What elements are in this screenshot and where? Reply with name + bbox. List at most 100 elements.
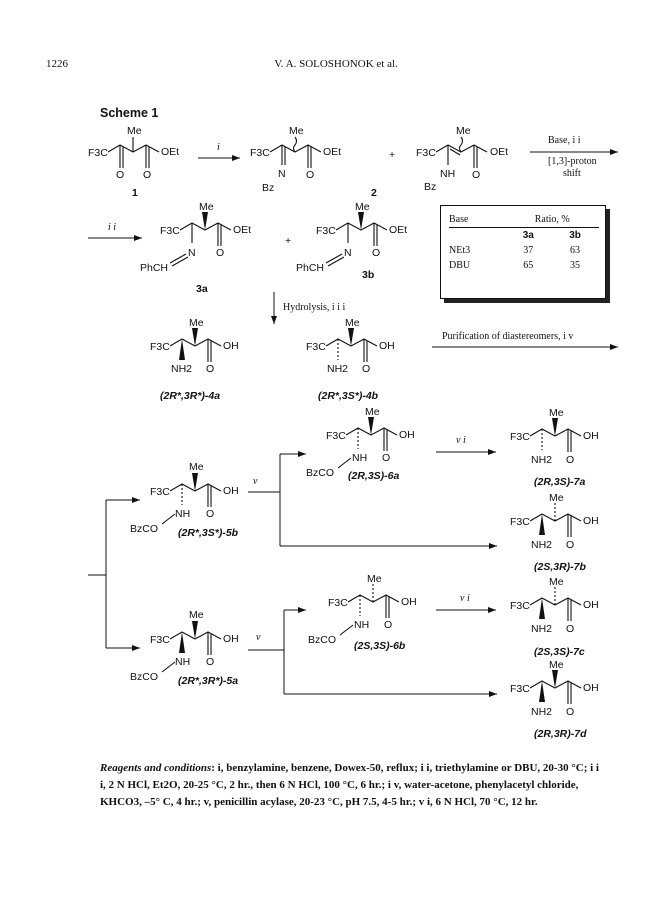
svg-text:F3C: F3C [510, 516, 530, 528]
compound-4b: F3C Me NH2 O OH (2R*,3S*)-4b [306, 317, 395, 402]
svg-text:PhCH: PhCH [296, 262, 324, 274]
svg-text:OH: OH [223, 633, 239, 645]
svg-text:OH: OH [583, 430, 599, 442]
compound-2-enamine: F3C Me NH Bz O OEt [416, 125, 508, 193]
svg-text:F3C: F3C [326, 430, 346, 442]
svg-text:OEt: OEt [490, 146, 508, 158]
label-7c: (2S,3S)-7c [534, 646, 585, 658]
svg-text:O: O [206, 656, 214, 668]
compound-1: F3C Me O O OEt 1 [88, 125, 179, 199]
svg-text:OH: OH [583, 682, 599, 694]
svg-text:O: O [143, 169, 151, 181]
conditions-title: Reagents and conditions [100, 762, 212, 774]
svg-text:OH: OH [223, 485, 239, 497]
label-7a: (2R,3S)-7a [534, 476, 586, 488]
compound-5b: F3C Me NH BzCO O OH (2R*,3S*)-5b [130, 461, 239, 539]
svg-text:OH: OH [583, 515, 599, 527]
svg-text:Me: Me [189, 461, 204, 473]
ratio-subheader-3b: 3b [569, 230, 581, 241]
svg-text:F3C: F3C [150, 486, 170, 498]
svg-text:Me: Me [365, 406, 380, 418]
reaction-scheme: F3C Me O O OEt 1 i F3C Me N Bz O OEt 2 +… [88, 125, 618, 740]
svg-text:Me: Me [355, 201, 370, 213]
label-3a: 3a [196, 283, 208, 295]
svg-text:F3C: F3C [416, 147, 436, 159]
svg-text:+: + [285, 235, 291, 247]
svg-text:v i: v i [456, 435, 466, 446]
page-number: 1226 [46, 58, 68, 70]
ratio-cell: DBU [449, 260, 471, 271]
svg-text:F3C: F3C [88, 147, 108, 159]
svg-text:OH: OH [583, 599, 599, 611]
svg-text:F3C: F3C [316, 225, 336, 237]
svg-text:O: O [472, 169, 480, 181]
svg-text:OEt: OEt [389, 224, 407, 236]
svg-text:F3C: F3C [150, 634, 170, 646]
svg-text:Me: Me [549, 407, 564, 419]
svg-text:N: N [188, 247, 196, 259]
running-head: V. A. SOLOSHONOK et al. [274, 58, 398, 70]
svg-text:Bz: Bz [262, 182, 274, 194]
svg-text:i: i [217, 142, 220, 153]
svg-text:Me: Me [456, 125, 471, 137]
label-6b: (2S,3S)-6b [354, 640, 406, 652]
compound-2: F3C Me N Bz O OEt 2 [250, 125, 377, 199]
compound-4a: F3C Me NH2 O OH (2R*,3R*)-4a [150, 317, 239, 402]
svg-text:Me: Me [345, 317, 360, 329]
svg-text:O: O [566, 706, 574, 718]
svg-text:F3C: F3C [306, 341, 326, 353]
svg-text:NH2: NH2 [531, 706, 552, 718]
svg-text:v: v [253, 476, 258, 487]
svg-text:Me: Me [367, 573, 382, 585]
svg-text:Base, i i: Base, i i [548, 135, 581, 146]
svg-text:OH: OH [223, 340, 239, 352]
base-ratio-table: Base Ratio, % 3a 3b NEt3 37 63 DBU 65 35 [440, 205, 606, 299]
svg-text:O: O [116, 169, 124, 181]
svg-text:NH: NH [175, 656, 190, 668]
label-5a: (2R*,3R*)-5a [178, 675, 238, 687]
table-row: DBU 65 35 [449, 258, 599, 273]
compound-6a: F3C Me NH BzCO O OH (2R,3S)-6a [306, 406, 415, 482]
ratio-subheader-3a: 3a [522, 230, 534, 241]
svg-text:Me: Me [189, 317, 204, 329]
svg-text:Me: Me [199, 201, 214, 213]
svg-text:OH: OH [379, 340, 395, 352]
svg-text:i i: i i [108, 222, 116, 233]
ratio-header-base: Base [449, 212, 506, 228]
reagents-conditions: Reagents and conditions: i, benzylamine,… [100, 760, 600, 811]
table-row: NEt3 37 63 [449, 243, 599, 258]
svg-text:Me: Me [289, 125, 304, 137]
svg-text:+: + [389, 149, 395, 161]
svg-text:O: O [566, 454, 574, 466]
label-7d: (2R,3R)-7d [534, 728, 587, 740]
ratio-header-ratio: Ratio, % [505, 212, 599, 228]
svg-text:Me: Me [549, 576, 564, 588]
label-3b: 3b [362, 269, 374, 281]
svg-text:OEt: OEt [323, 146, 341, 158]
compound-7b: F3C Me NH2 O OH (2S,3R)-7b [510, 492, 599, 573]
svg-text:F3C: F3C [510, 600, 530, 612]
svg-text:O: O [206, 508, 214, 520]
svg-text:NH: NH [440, 168, 455, 180]
svg-text:Purification of diastereomers,: Purification of diastereomers, i v [442, 331, 573, 342]
svg-text:BzCO: BzCO [308, 634, 336, 646]
compound-7a: F3C Me NH2 O OH (2R,3S)-7a [510, 407, 599, 488]
svg-text:N: N [278, 168, 286, 180]
compound-3b: F3C Me N PhCH O OEt 3b [296, 201, 407, 281]
svg-text:NH2: NH2 [531, 539, 552, 551]
svg-text:v: v [256, 632, 261, 643]
svg-text:F3C: F3C [250, 147, 270, 159]
compound-7d: F3C Me NH2 O OH (2R,3R)-7d [510, 659, 599, 740]
svg-text:F3C: F3C [510, 431, 530, 443]
svg-text:[1,3]-proton: [1,3]-proton [548, 156, 597, 167]
svg-text:OEt: OEt [161, 146, 179, 158]
svg-text:O: O [372, 247, 380, 259]
svg-text:Me: Me [549, 492, 564, 504]
svg-text:Me: Me [549, 659, 564, 671]
label-4b: (2R*,3S*)-4b [318, 390, 379, 402]
ratio-cell: 35 [570, 260, 581, 271]
scheme-title: Scheme 1 [100, 106, 159, 120]
svg-text:O: O [384, 619, 392, 631]
svg-text:NH2: NH2 [171, 363, 192, 375]
svg-text:O: O [216, 247, 224, 259]
